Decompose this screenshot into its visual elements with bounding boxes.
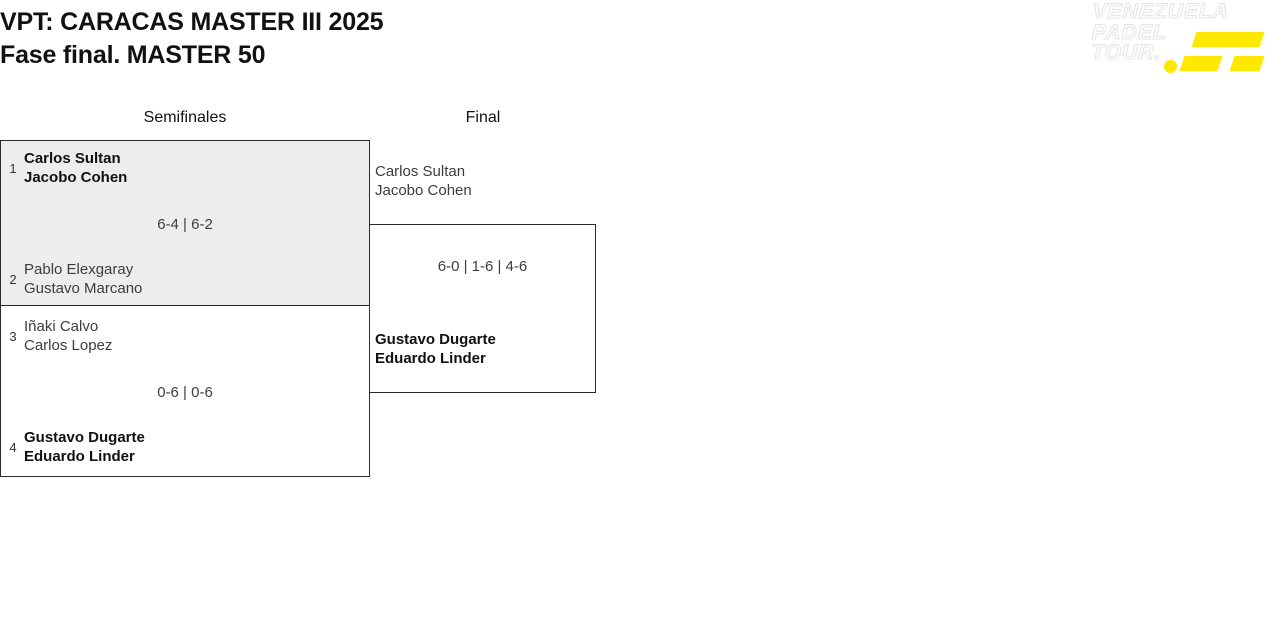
match-final-score: 6-0 | 1-6 | 4-6 (437, 258, 528, 275)
match-semifinal-2-team-top[interactable]: 3 Iñaki Calvo Carlos Lopez (2, 318, 112, 356)
match-semifinal-2-team-bottom[interactable]: 4 Gustavo Dugarte Eduardo Linder (2, 429, 145, 467)
team-names: Gustavo Dugarte Eduardo Linder (24, 429, 145, 467)
player-name: Pablo Elexgaray (24, 261, 134, 278)
logo-bar-icon-3 (1229, 56, 1265, 71)
player-name: Eduardo Linder (24, 447, 135, 465)
seed-number: 3 (9, 329, 17, 345)
player-name: Carlos Sultan (24, 150, 121, 167)
team-names: Carlos Sultan Jacobo Cohen (24, 150, 127, 188)
match-semifinal-2[interactable] (0, 305, 370, 477)
player-name: Gustavo Dugarte (375, 331, 496, 348)
round-header-semifinales: Semifinales (143, 109, 227, 126)
logo-bar-icon-2 (1179, 56, 1223, 71)
match-semifinal-1-team-bottom[interactable]: 2 Pablo Elexgaray Gustavo Marcano (2, 261, 142, 299)
player-name: Gustavo Dugarte (24, 429, 145, 446)
logo-line-1: VENEZUELA (1092, 0, 1230, 24)
player-name: Jacobo Cohen (24, 168, 128, 186)
match-semifinal-1-team-top[interactable]: 1 Carlos Sultan Jacobo Cohen (2, 150, 127, 188)
match-final[interactable] (369, 224, 596, 393)
match-final-team-top[interactable]: Carlos Sultan Jacobo Cohen (375, 163, 472, 201)
team-names: Pablo Elexgaray Gustavo Marcano (24, 261, 142, 299)
match-final-team-bottom[interactable]: Gustavo Dugarte Eduardo Linder (375, 331, 496, 369)
player-name: Eduardo Linder (375, 349, 486, 367)
player-name: Carlos Sultan (375, 163, 466, 180)
title-line-1: VPT: CARACAS MASTER III 2025 (0, 8, 384, 36)
round-header-final: Final (465, 109, 501, 126)
team-names: Gustavo Dugarte Eduardo Linder (375, 331, 496, 369)
seed-number: 4 (9, 440, 17, 456)
seed-number: 1 (9, 161, 17, 177)
match-semifinal-1[interactable] (0, 140, 370, 306)
page-title: VPT: CARACAS MASTER III 2025 Fase final.… (0, 6, 384, 71)
logo-bar-icon-1 (1191, 32, 1265, 47)
match-semifinal-1-score: 6-4 | 6-2 (157, 216, 213, 233)
player-name: Carlos Lopez (24, 336, 113, 354)
match-semifinal-2-score: 0-6 | 0-6 (157, 384, 213, 401)
seed-number: 2 (9, 272, 17, 288)
player-name: Jacobo Cohen (375, 181, 472, 199)
title-line-2: Fase final. MASTER 50 (0, 40, 266, 69)
team-names: Iñaki Calvo Carlos Lopez (24, 318, 112, 356)
team-names: Carlos Sultan Jacobo Cohen (375, 163, 472, 201)
player-name: Gustavo Marcano (24, 279, 143, 297)
player-name: Iñaki Calvo (24, 318, 99, 335)
venezuela-padel-tour-logo: VENEZUELA PADEL TOUR. (1090, 0, 1272, 82)
logo-dot-icon (1164, 60, 1177, 73)
